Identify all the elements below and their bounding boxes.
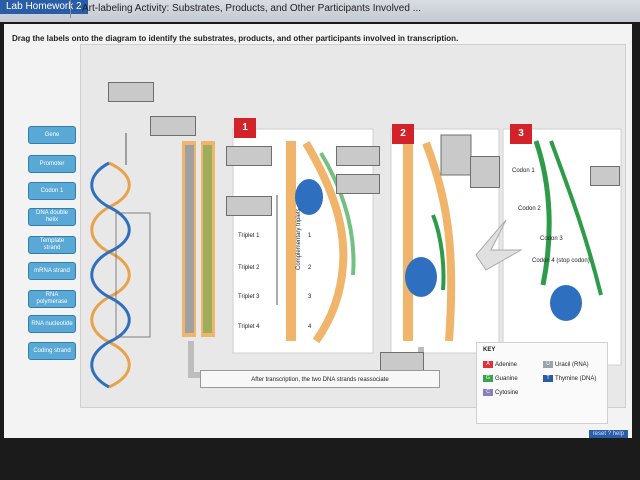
drop-target-9[interactable] — [470, 156, 500, 188]
codon-2-label: Codon 2 — [518, 206, 541, 212]
diagram-svg — [90, 128, 622, 389]
label-rna-nucleotide[interactable]: RNA nucleotide — [28, 315, 76, 333]
step1-frame — [232, 128, 374, 354]
drop-target-3[interactable] — [226, 146, 272, 166]
thymine-swatch: T — [543, 375, 553, 382]
step3-strands — [475, 140, 603, 321]
thymine-label: Thymine (DNA) — [555, 376, 597, 383]
step2-strands — [403, 134, 472, 342]
reassociate-caption: After transcription, the two DNA strands… — [200, 370, 440, 388]
triplet-3-label: Triplet 3 — [238, 294, 260, 300]
triplet-num-3: 3 — [308, 294, 312, 300]
tab-lab-homework[interactable]: Lab Homework 2 — [0, 0, 88, 14]
uracil-swatch: U — [543, 361, 553, 368]
adenine-swatch: A — [483, 361, 493, 368]
label-coding-strand[interactable]: Coding strand — [28, 342, 76, 360]
label-gene[interactable]: Gene — [28, 126, 76, 144]
adenine-label: Adenine — [495, 362, 518, 369]
drop-target-2[interactable] — [150, 116, 196, 136]
step-2-badge: 2 — [392, 124, 414, 144]
triplet-num-2: 2 — [308, 265, 312, 271]
drop-target-4[interactable] — [226, 196, 272, 216]
triplet-2-label: Triplet 2 — [238, 265, 260, 271]
codon-1-label: Codon 1 — [512, 168, 535, 174]
dna-helix-drawing — [90, 133, 151, 389]
drop-target-5[interactable] — [336, 146, 380, 166]
triplet-num-4: 4 — [308, 324, 312, 330]
reset-help-links[interactable]: reset ? help — [588, 430, 628, 438]
triplet-4-label: Triplet 4 — [238, 324, 260, 330]
cytosine-label: Cytosine — [495, 390, 519, 397]
drop-target-1[interactable] — [108, 82, 154, 102]
key-title: KEY — [483, 347, 496, 353]
label-rna-polymerase[interactable]: RNA polymerase — [28, 290, 76, 308]
step-1-badge: 1 — [234, 118, 256, 138]
triplet-num-1: 1 — [308, 233, 312, 239]
cytosine-swatch: C — [483, 389, 493, 396]
guanine-label: Guanine — [495, 376, 518, 383]
label-template-strand[interactable]: Template strand — [28, 236, 76, 254]
uracil-label: Uracil (RNA) — [555, 362, 589, 369]
step-3-badge: 3 — [510, 124, 532, 144]
browser-tab-bar: Lab Homework 2 Art-labeling Activity: Su… — [0, 0, 640, 22]
tab-separator — [70, 0, 71, 18]
instructions-text: Drag the labels onto the diagram to iden… — [12, 34, 459, 43]
drop-target-8[interactable] — [590, 166, 620, 186]
label-codon-1[interactable]: Codon 1 — [28, 182, 76, 200]
step1-strands — [276, 140, 356, 344]
label-mrna-strand[interactable]: mRNA strand — [28, 262, 76, 280]
drop-target-6[interactable] — [336, 174, 380, 194]
codon-4-label: Codon 4 (stop codon) — [532, 258, 590, 264]
step3-frame — [502, 128, 622, 366]
codon-3-label: Codon 3 — [540, 236, 563, 242]
activity-title: Art-labeling Activity: Substrates, Produ… — [82, 3, 422, 14]
dna-ladder — [182, 141, 215, 337]
complementary-triplets-label: Complementary triplets — [296, 208, 302, 270]
guanine-swatch: G — [483, 375, 493, 382]
drop-target-7[interactable] — [380, 352, 424, 372]
label-promoter[interactable]: Promoter — [28, 155, 76, 173]
label-dna-double-helix[interactable]: DNA double helix — [28, 208, 76, 226]
triplet-1-label: Triplet 1 — [238, 233, 260, 239]
